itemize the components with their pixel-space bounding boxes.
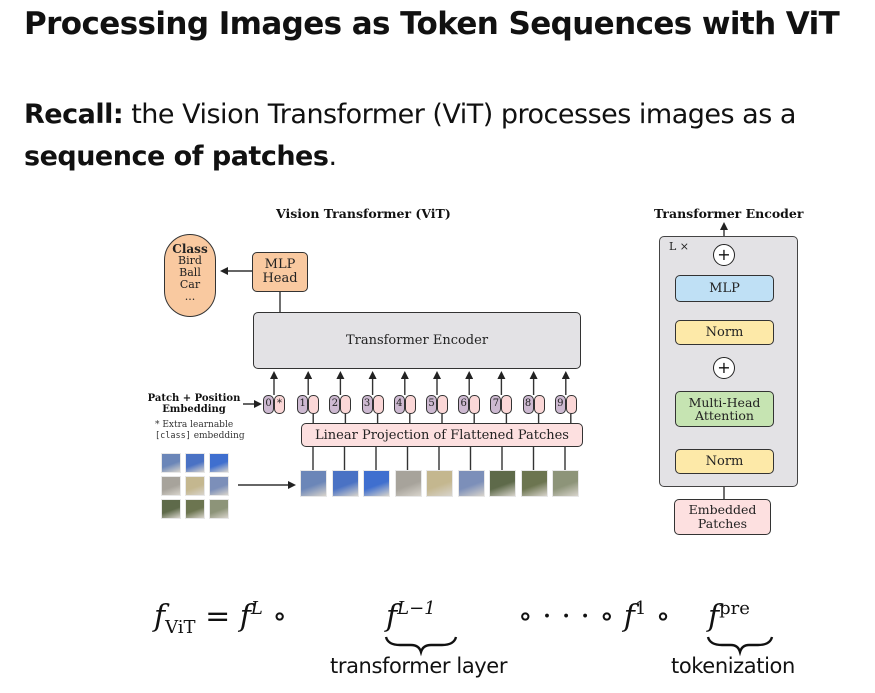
- position-embedding-token: 5: [426, 395, 437, 414]
- class-output-box: Class Bird Ball Car ...: [164, 234, 216, 317]
- linear-projection-label: Linear Projection of Flattened Patches: [315, 427, 569, 443]
- image-grid-patch: [161, 453, 181, 473]
- formula-transformer-layer-term: fL−1: [386, 598, 436, 634]
- mlp-block-label: MLP: [709, 281, 740, 296]
- class-item: ...: [184, 290, 196, 303]
- image-grid-patch: [185, 453, 205, 473]
- position-embedding-token: 1: [297, 395, 309, 414]
- recall-end: .: [328, 141, 337, 172]
- patch-embedding-token: [308, 395, 320, 414]
- position-embedding-token: 0: [263, 395, 274, 414]
- encoder-figure-title: Transformer Encoder: [654, 206, 804, 221]
- image-patch: [552, 470, 579, 497]
- mlp-block: MLP: [675, 275, 774, 302]
- residual-add-icon: +: [713, 357, 735, 379]
- image-patch: [363, 470, 390, 497]
- norm-block-top: Norm: [675, 320, 774, 345]
- norm-block-bottom: Norm: [675, 449, 774, 474]
- formula-lhs: fViT = fL ∘: [154, 598, 288, 638]
- image-grid-patch: [209, 499, 229, 519]
- recall-text: the Vision Transformer (ViT) processes i…: [123, 99, 796, 130]
- image-grid-patch: [209, 476, 229, 496]
- patch-embedding-token: [469, 395, 481, 414]
- slide-title: Processing Images as Token Sequences wit…: [24, 6, 840, 42]
- mha-line1: Multi-Head: [688, 395, 761, 410]
- extra-note-line1: * Extra learnable: [155, 420, 234, 430]
- brace-label-tokenization: tokenization: [671, 654, 795, 678]
- image-patch: [331, 470, 359, 497]
- embedded-line2: Patches: [697, 516, 748, 531]
- class-item: Car: [179, 278, 201, 291]
- position-embedding-token: 4: [393, 395, 405, 414]
- image-grid-patch: [161, 499, 181, 519]
- extra-note-line2: embedding: [190, 431, 245, 441]
- mlp-head-line1: MLP: [264, 257, 296, 272]
- image-grid-patch: [209, 453, 229, 473]
- transformer-encoder-label: Transformer Encoder: [345, 333, 489, 348]
- class-item: Bird: [178, 254, 202, 267]
- recall-label: Recall:: [24, 99, 124, 130]
- formula-tokenization-term: fpre: [708, 598, 750, 634]
- image-grid-patch: [185, 499, 205, 519]
- pe-label-line2: Embedding: [162, 404, 226, 415]
- formula-composition-tail: ∘ · · · ∘ f1 ∘: [518, 598, 671, 634]
- mha-line2: Attention: [695, 408, 754, 423]
- image-grid-patch: [161, 476, 181, 496]
- extra-note-class-token: [class]: [155, 431, 191, 441]
- position-embedding-token: 9: [554, 395, 566, 414]
- patch-embedding-token: [340, 395, 352, 414]
- pe-label-line1: Patch + Position: [147, 393, 241, 404]
- embedded-line1: Embedded: [688, 502, 757, 517]
- image-grid-patch: [185, 476, 205, 496]
- class-token-embedding: *: [274, 395, 285, 414]
- patch-position-embedding-label: Patch + Position Embedding: [146, 393, 242, 415]
- extra-learnable-note: * Extra learnable [class] embedding: [155, 420, 245, 442]
- residual-add-icon: +: [713, 244, 735, 266]
- image-patch: [457, 470, 485, 497]
- position-embedding-token: 8: [522, 395, 534, 414]
- vit-figure-title: Vision Transformer (ViT): [276, 206, 451, 221]
- position-embedding-token: 7: [490, 395, 502, 414]
- image-patch: [300, 470, 327, 497]
- patch-embedding-token: [533, 395, 545, 414]
- image-patch: [520, 470, 548, 497]
- brace-transformer-layer: [384, 636, 458, 657]
- transformer-encoder-box: Transformer Encoder: [253, 312, 581, 369]
- position-embedding-token: 3: [361, 395, 373, 414]
- linear-projection-box: Linear Projection of Flattened Patches: [301, 423, 583, 447]
- mlp-head-line2: Head: [262, 271, 298, 286]
- image-patch: [394, 470, 422, 497]
- patch-embedding-token: [437, 395, 448, 414]
- norm-bottom-label: Norm: [705, 454, 744, 469]
- layer-repeat-label: L ×: [669, 240, 690, 253]
- recall-emphasis: sequence of patches: [24, 141, 329, 172]
- class-item: Ball: [179, 266, 201, 279]
- patch-embedding-token: [372, 395, 384, 414]
- norm-top-label: Norm: [705, 325, 744, 340]
- patch-embedding-token: [501, 395, 513, 414]
- recall-paragraph: Recall: the Vision Transformer (ViT) pro…: [24, 94, 864, 178]
- brace-tokenization: [706, 636, 774, 657]
- image-patch: [426, 470, 453, 497]
- class-heading: Class: [172, 242, 208, 256]
- position-embedding-token: 6: [458, 395, 470, 414]
- position-embedding-token: 2: [329, 395, 341, 414]
- brace-label-transformer-layer: transformer layer: [330, 654, 508, 678]
- patch-embedding-token: [565, 395, 577, 414]
- image-patch: [489, 470, 516, 497]
- patch-embedding-token: [404, 395, 416, 414]
